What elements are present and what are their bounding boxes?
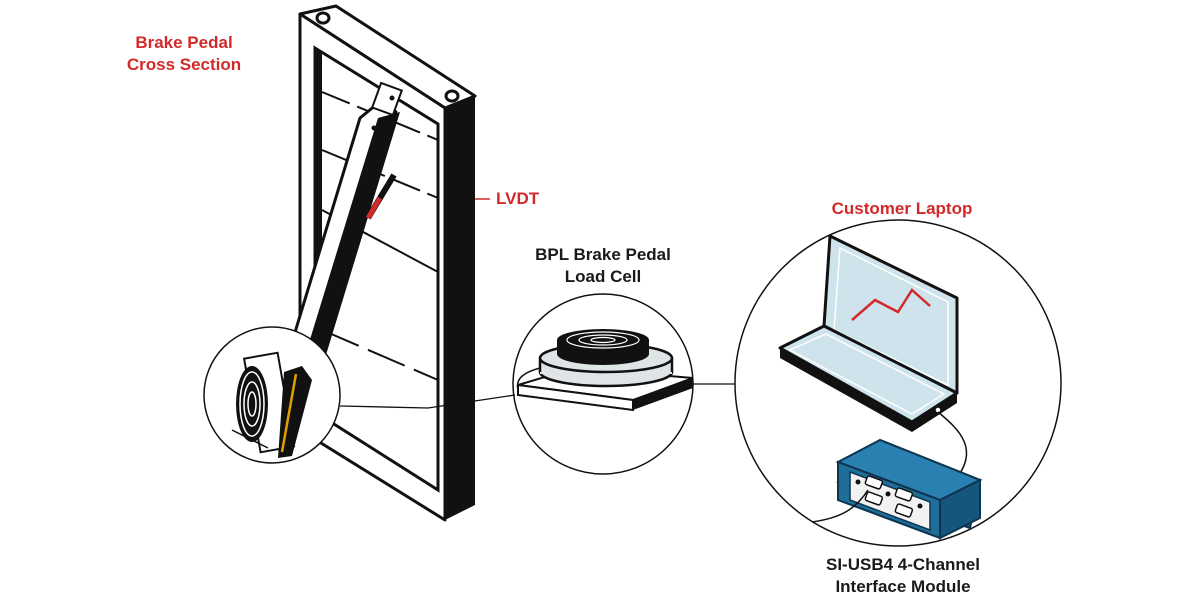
brake-pedal-label-line1: Brake Pedal xyxy=(135,33,233,52)
laptop-label: Customer Laptop xyxy=(818,198,986,220)
lvdt-label-text: LVDT xyxy=(496,189,540,208)
load-cell-disc-side xyxy=(236,366,268,442)
pedal-detail-callout xyxy=(203,326,341,464)
pedal-arm xyxy=(284,81,404,372)
brake-pedal-label-line2: Cross Section xyxy=(126,55,242,74)
laptop-callout xyxy=(734,219,1062,547)
lvdt-label: LVDT xyxy=(496,188,539,210)
load-cell-label-line1: BPL Brake Pedal xyxy=(535,245,671,264)
load-cell-callout xyxy=(512,293,694,475)
laptop-icon xyxy=(778,234,959,432)
module-label: SI-USB4 4-Channel Interface Module xyxy=(808,554,998,598)
module-label-line2: Interface Module xyxy=(835,577,971,596)
load-cell-label-line2: Load Cell xyxy=(564,267,642,286)
brake-pedal-label: Brake Pedal Cross Section xyxy=(108,32,260,76)
module-label-line1: SI-USB4 4-Channel xyxy=(826,555,980,574)
laptop-label-text: Customer Laptop xyxy=(831,199,973,218)
interface-module-icon xyxy=(835,438,983,540)
load-cell-label: BPL Brake Pedal Load Cell xyxy=(522,244,684,288)
cable-lines xyxy=(339,198,736,409)
